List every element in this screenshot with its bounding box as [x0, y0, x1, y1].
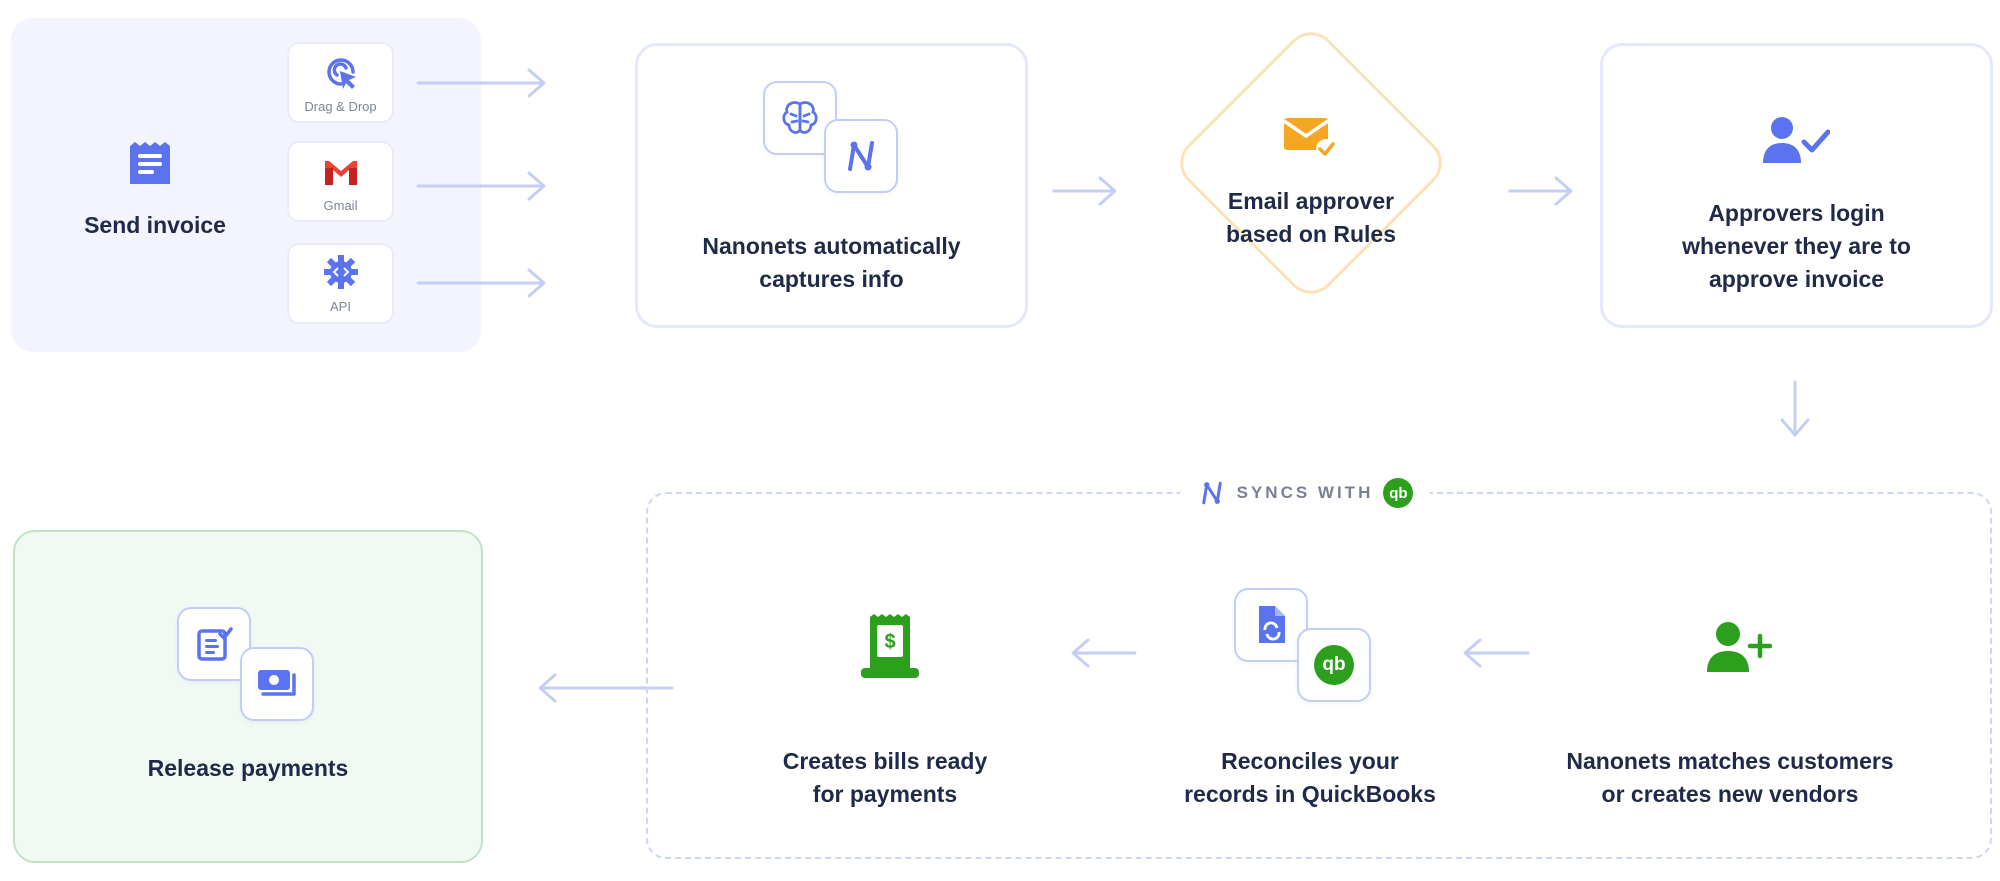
gmail-label: Gmail [323, 198, 358, 213]
drag-drop-card[interactable] [287, 42, 394, 123]
arrow-api [416, 268, 546, 298]
syncs-with-label: SYNCS WITH [1236, 483, 1374, 502]
nanonets-logo-icon [1197, 478, 1227, 508]
user-add-icon [1706, 620, 1773, 674]
brain-icon-tile [763, 81, 837, 155]
send-invoice-panel [11, 18, 481, 352]
checklist-icon [197, 627, 233, 661]
arrow-to-release [538, 673, 674, 703]
email-approver-label: Email approver based on Rules [1226, 188, 1396, 247]
arrow-reconcile-to-bills [1071, 638, 1137, 668]
document-icon [128, 140, 172, 188]
arrow-approve-down [1780, 380, 1810, 437]
nanonets-logo-icon [848, 141, 874, 171]
pointer-click-icon [322, 53, 360, 91]
arrow-capture-to-email [1052, 176, 1117, 206]
checklist-tile [177, 607, 251, 681]
match-vendors-label: Nanonets matches customers or creates ne… [1566, 748, 1894, 807]
sync-document-icon [1259, 606, 1285, 643]
nanonets-logo-tile [824, 119, 898, 193]
sync-document-tile [1234, 588, 1308, 662]
arrow-gmail [416, 171, 546, 201]
quickbooks-logo-icon: qb [1383, 478, 1414, 508]
release-payments-label: Release payments [147, 755, 349, 781]
drag-drop-label: Drag & Drop [304, 99, 377, 114]
api-gear-icon [322, 253, 360, 291]
quickbooks-logo-icon: qb [1314, 645, 1354, 685]
cash-tile [240, 647, 314, 721]
gmail-icon [322, 158, 360, 188]
gmail-card[interactable] [287, 141, 394, 222]
approvers-login-label: Approvers login whenever they are to app… [1682, 200, 1911, 292]
svg-text:$: $ [884, 631, 895, 653]
cash-icon [258, 670, 296, 696]
user-check-icon [1762, 115, 1831, 165]
brain-icon [782, 101, 818, 134]
syncs-with-header: SYNCS WITH qb [1180, 476, 1430, 510]
bill-receipt-icon: $ [858, 612, 922, 682]
reconcile-records-label: Reconciles your records in QuickBooks [1184, 748, 1436, 807]
email-check-icon [1282, 114, 1338, 160]
capture-info-label: Nanonets automatically captures info [702, 233, 961, 292]
api-label: API [330, 299, 351, 314]
arrow-email-to-approve [1508, 176, 1573, 206]
quickbooks-tile: qb [1297, 628, 1371, 702]
create-bills-label: Creates bills ready for payments [782, 748, 988, 807]
approvers-login-card [1600, 43, 1993, 328]
arrow-drag-drop [416, 68, 546, 98]
send-invoice-label: Send invoice [84, 212, 226, 238]
arrow-match-to-reconcile [1463, 638, 1530, 668]
